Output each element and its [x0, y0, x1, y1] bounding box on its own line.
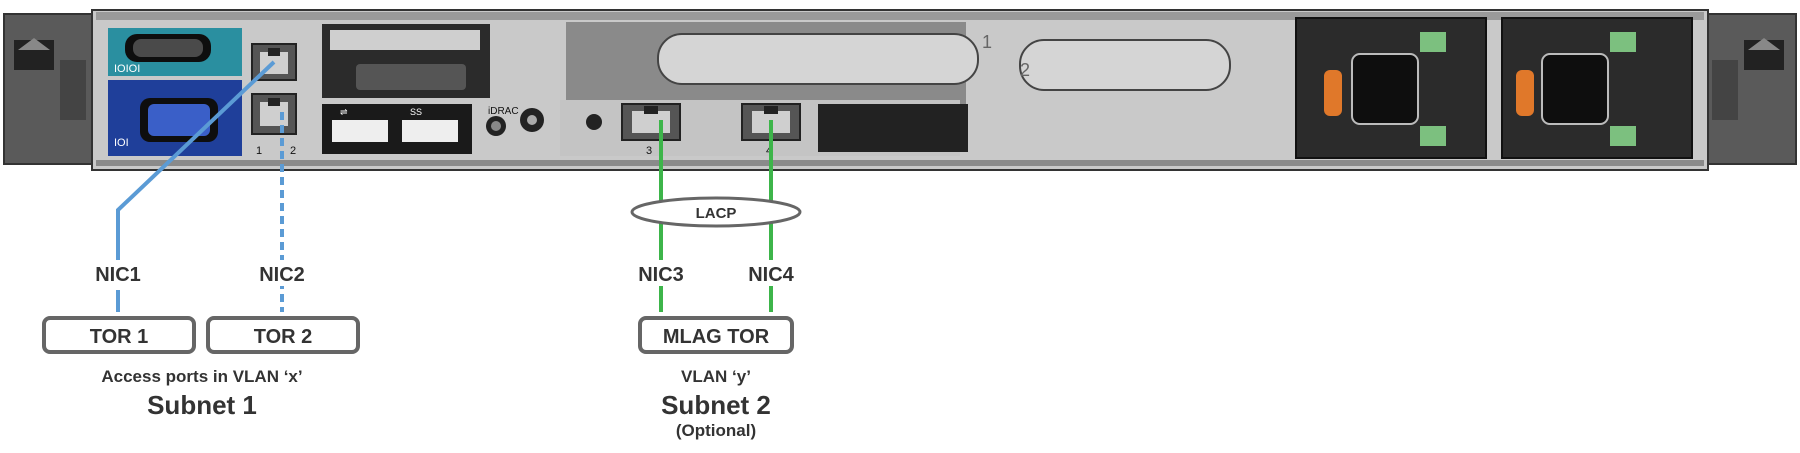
pcie-riser-1: [657, 33, 979, 85]
pcie-riser-2: [1019, 39, 1231, 91]
tor1-label: TOR 1: [90, 326, 149, 348]
power-supply-2: [1501, 17, 1693, 159]
right-rack-ear: [1707, 13, 1797, 165]
nic2-label: NIC2: [259, 264, 305, 286]
nic4-label: NIC4: [748, 264, 794, 286]
pcie-slot-left: [322, 24, 490, 98]
usb-ports: ⇌ SS: [322, 104, 472, 154]
lacp-bundle: [630, 196, 802, 228]
nic-port-3-number: 3: [646, 145, 652, 157]
subnet2-title: Subnet 2: [661, 390, 771, 420]
idrac-port: iDRAC: [486, 106, 544, 136]
subnet1-title: Subnet 1: [147, 390, 257, 420]
nic1-label: NIC1: [95, 264, 141, 286]
nic3-label: NIC3: [638, 264, 684, 286]
left-rack-ear: [3, 13, 93, 165]
vga-port: IOI: [108, 80, 242, 156]
nic1-cable: [116, 60, 276, 272]
vent-grid: [818, 104, 968, 152]
usb-icon: ⇌: [340, 107, 348, 117]
nic-port-2-number: 2: [290, 145, 296, 157]
usb3-label: SS: [410, 107, 422, 117]
idrac-label: iDRAC: [488, 106, 519, 117]
nic-port-3: [621, 103, 681, 141]
serial-label: IOIOI: [114, 63, 140, 75]
serial-port: IOIOI: [108, 28, 242, 76]
mid-round-connector: [586, 114, 602, 130]
mlag-tor-label: MLAG TOR: [663, 326, 770, 348]
power-supply-1: [1295, 17, 1487, 159]
subnet1-caption: Access ports in VLAN ‘x’: [101, 367, 302, 386]
tor2-label: TOR 2: [254, 326, 313, 348]
mlag-tor-box: [638, 316, 794, 354]
nic-port-1-number: 1: [256, 145, 262, 157]
vga-label: IOI: [114, 137, 129, 149]
tor1-box: [42, 316, 196, 354]
subnet2-note: (Optional): [676, 421, 756, 440]
subnet2-caption: VLAN ‘y’: [681, 367, 751, 386]
riser-2-number: 2: [1020, 60, 1030, 80]
tor2-box: [206, 316, 360, 354]
lacp-label: LACP: [696, 205, 737, 222]
riser-1-number: 1: [982, 32, 992, 52]
nic-port-2: [251, 93, 297, 135]
